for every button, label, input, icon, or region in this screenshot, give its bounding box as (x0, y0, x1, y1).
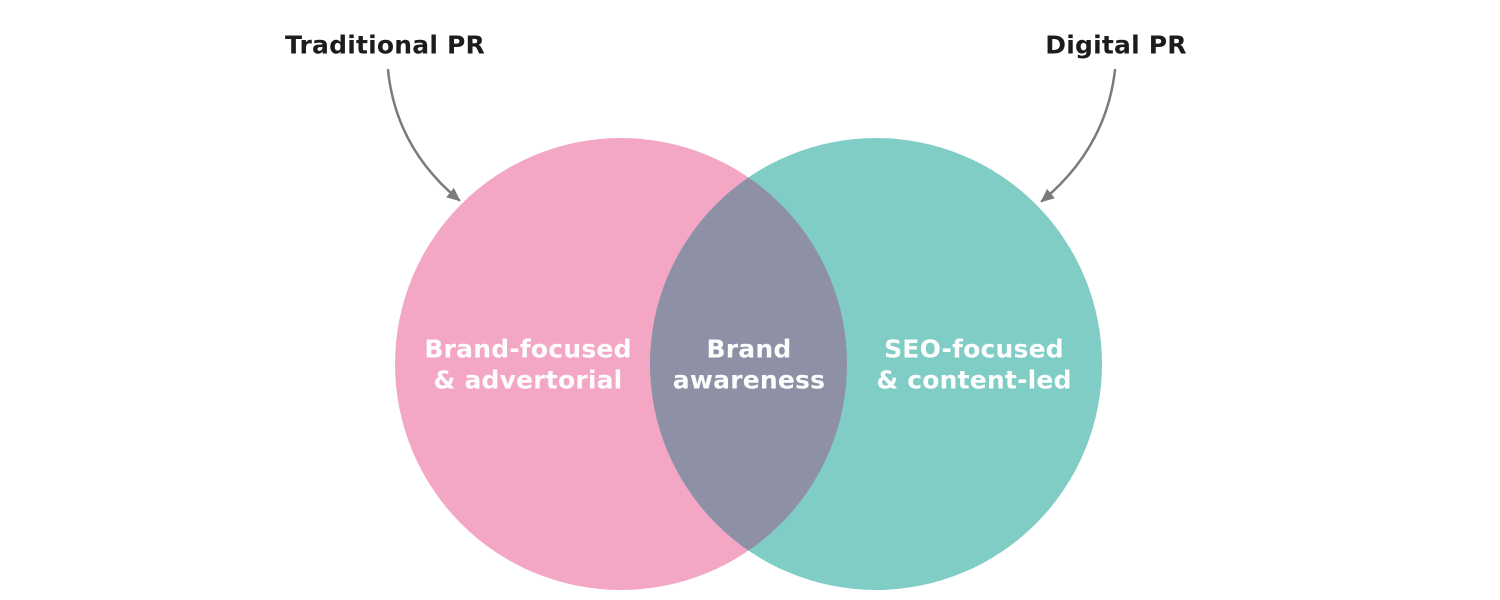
left-circle-label: Brand-focused & advertorial (424, 335, 631, 396)
right-circle-label: SEO-focused & content-led (876, 335, 1071, 396)
overlap-label-line1: Brand (706, 334, 792, 364)
digital-pr-label: Digital PR (1045, 30, 1187, 60)
left-circle-label-line1: Brand-focused (424, 334, 632, 364)
arrow-to-traditional-circle (386, 68, 461, 202)
traditional-pr-label: Traditional PR (285, 30, 485, 60)
right-circle-label-line2: & content-led (876, 365, 1072, 394)
arrow-to-digital-circle (1040, 68, 1117, 203)
left-circle-label-line2: & advertorial (433, 365, 623, 394)
right-circle-label-line1: SEO-focused (884, 334, 1064, 364)
overlap-label-line2: awareness (672, 365, 826, 394)
overlap-region (650, 138, 847, 590)
overlap-label: Brand awareness (673, 335, 825, 396)
